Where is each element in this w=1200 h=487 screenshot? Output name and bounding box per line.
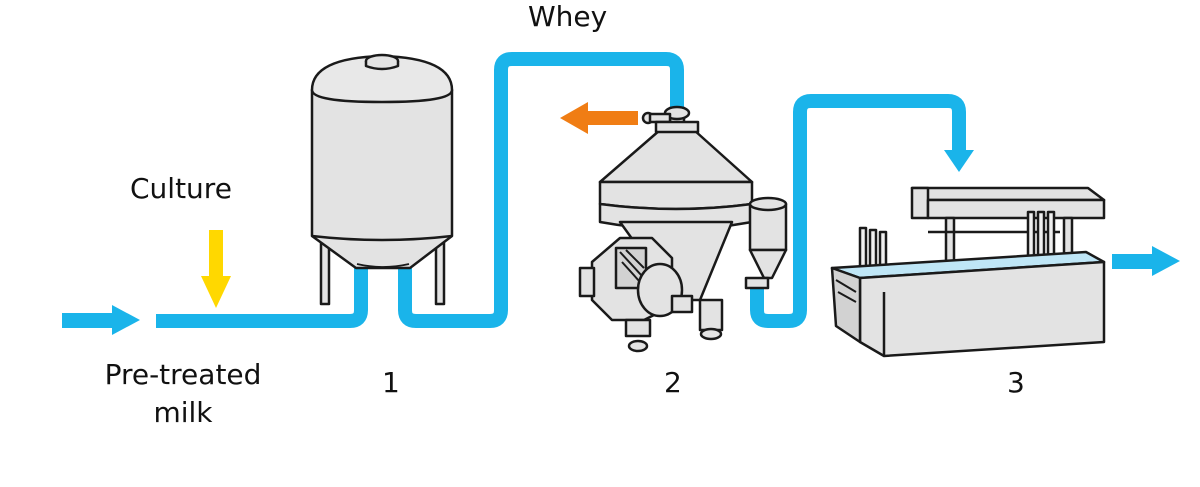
silo-tank-icon — [310, 53, 454, 306]
whey-label: Whey — [528, 0, 608, 33]
step-3-label: 3 — [1007, 366, 1025, 399]
output-arrow — [1112, 246, 1180, 276]
whey-arrow — [560, 102, 638, 134]
centrifuge-separator-icon — [578, 105, 788, 353]
input-label-line1: Pre-treated — [104, 358, 262, 391]
input-label: Pre-treated milk — [76, 356, 290, 432]
culture-arrow — [201, 230, 231, 308]
vat-inlet-arrow — [944, 150, 974, 172]
input-arrow — [62, 305, 140, 335]
input-label-line2: milk — [153, 396, 213, 429]
step-1-label: 1 — [382, 366, 400, 399]
step-2-label: 2 — [664, 366, 682, 399]
pipes — [156, 52, 966, 328]
pipe-inlet-to-tank — [156, 268, 368, 328]
cheese-vat-icon — [830, 186, 1106, 358]
pipe-separator-to-vat — [750, 94, 966, 328]
pipe-tank-to-separator — [398, 52, 684, 328]
culture-label: Culture — [130, 172, 232, 205]
